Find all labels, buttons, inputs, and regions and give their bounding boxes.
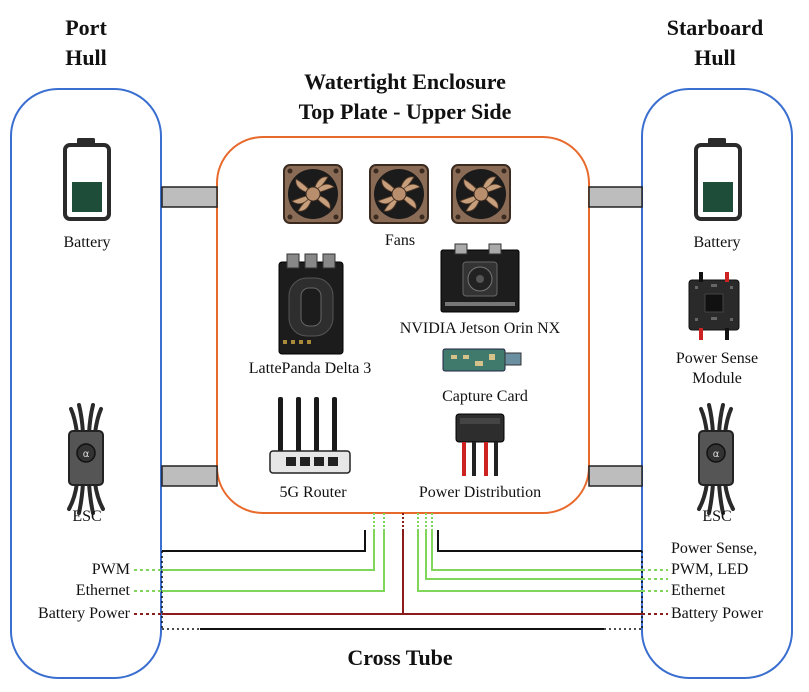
router-icon bbox=[269, 397, 351, 474]
fan-icon-2 bbox=[369, 164, 429, 224]
starboard-esc-label: ESC bbox=[702, 508, 732, 525]
port-battery-label: Battery bbox=[63, 234, 111, 251]
jetson-label: NVIDIA Jetson Orin NX bbox=[399, 320, 561, 337]
fan-icon-3 bbox=[451, 164, 511, 224]
port-battery-icon bbox=[63, 136, 111, 221]
right-power-sense-label-1: Power Sense, bbox=[671, 540, 758, 557]
port-esc-icon bbox=[67, 403, 105, 515]
signal-lines bbox=[134, 513, 668, 592]
starboard-battery-icon bbox=[694, 136, 742, 221]
fans-label: Fans bbox=[384, 232, 416, 249]
starboard-hull-title: Starboard Hull bbox=[645, 13, 785, 73]
jetson-icon bbox=[440, 243, 520, 313]
starboard-battery-label: Battery bbox=[693, 234, 741, 251]
left-battery-power-label: Battery Power bbox=[38, 605, 130, 622]
power-distribution-label: Power Distribution bbox=[418, 484, 542, 501]
right-battery-power-label: Battery Power bbox=[671, 605, 763, 622]
port-esc-label: ESC bbox=[72, 508, 102, 525]
hull-connectors bbox=[161, 186, 643, 487]
power-sense-module-icon bbox=[688, 272, 740, 340]
starboard-hull-outline bbox=[641, 88, 793, 679]
power-sense-label-line1: Power Sense bbox=[675, 350, 759, 367]
power-distribution-icon bbox=[455, 413, 505, 476]
left-ethernet-label: Ethernet bbox=[75, 582, 130, 599]
starboard-title-line1: Starboard bbox=[666, 15, 764, 40]
capture-card-icon bbox=[442, 348, 522, 372]
port-hull-title: Port Hull bbox=[36, 13, 136, 73]
fan-icon-1 bbox=[283, 164, 343, 224]
left-pwm-label: PWM bbox=[91, 561, 130, 578]
cross-tube-outline bbox=[162, 530, 642, 630]
power-sense-label-line2: Module bbox=[692, 370, 742, 387]
capture-card-label: Capture Card bbox=[442, 388, 528, 405]
lattepanda-label: LattePanda Delta 3 bbox=[248, 360, 372, 377]
enclosure-title: Watertight Enclosure Top Plate - Upper S… bbox=[240, 67, 570, 127]
port-title-line1: Port bbox=[65, 15, 107, 40]
port-title-line2: Hull bbox=[65, 45, 107, 70]
power-lines bbox=[134, 513, 668, 615]
power-sense-module-label: Power Sense Module bbox=[652, 349, 782, 389]
cross-tube-title: Cross Tube bbox=[347, 645, 453, 670]
starboard-esc-icon bbox=[697, 403, 735, 515]
router-label: 5G Router bbox=[279, 484, 347, 501]
right-ethernet-label: Ethernet bbox=[671, 582, 726, 599]
enclosure-title-line1: Watertight Enclosure bbox=[304, 69, 506, 94]
right-power-sense-label-2: PWM, LED bbox=[671, 561, 749, 578]
lattepanda-icon bbox=[278, 253, 344, 355]
starboard-title-line2: Hull bbox=[694, 45, 736, 70]
port-hull-outline bbox=[10, 88, 162, 679]
enclosure-title-line2: Top Plate - Upper Side bbox=[298, 99, 512, 124]
